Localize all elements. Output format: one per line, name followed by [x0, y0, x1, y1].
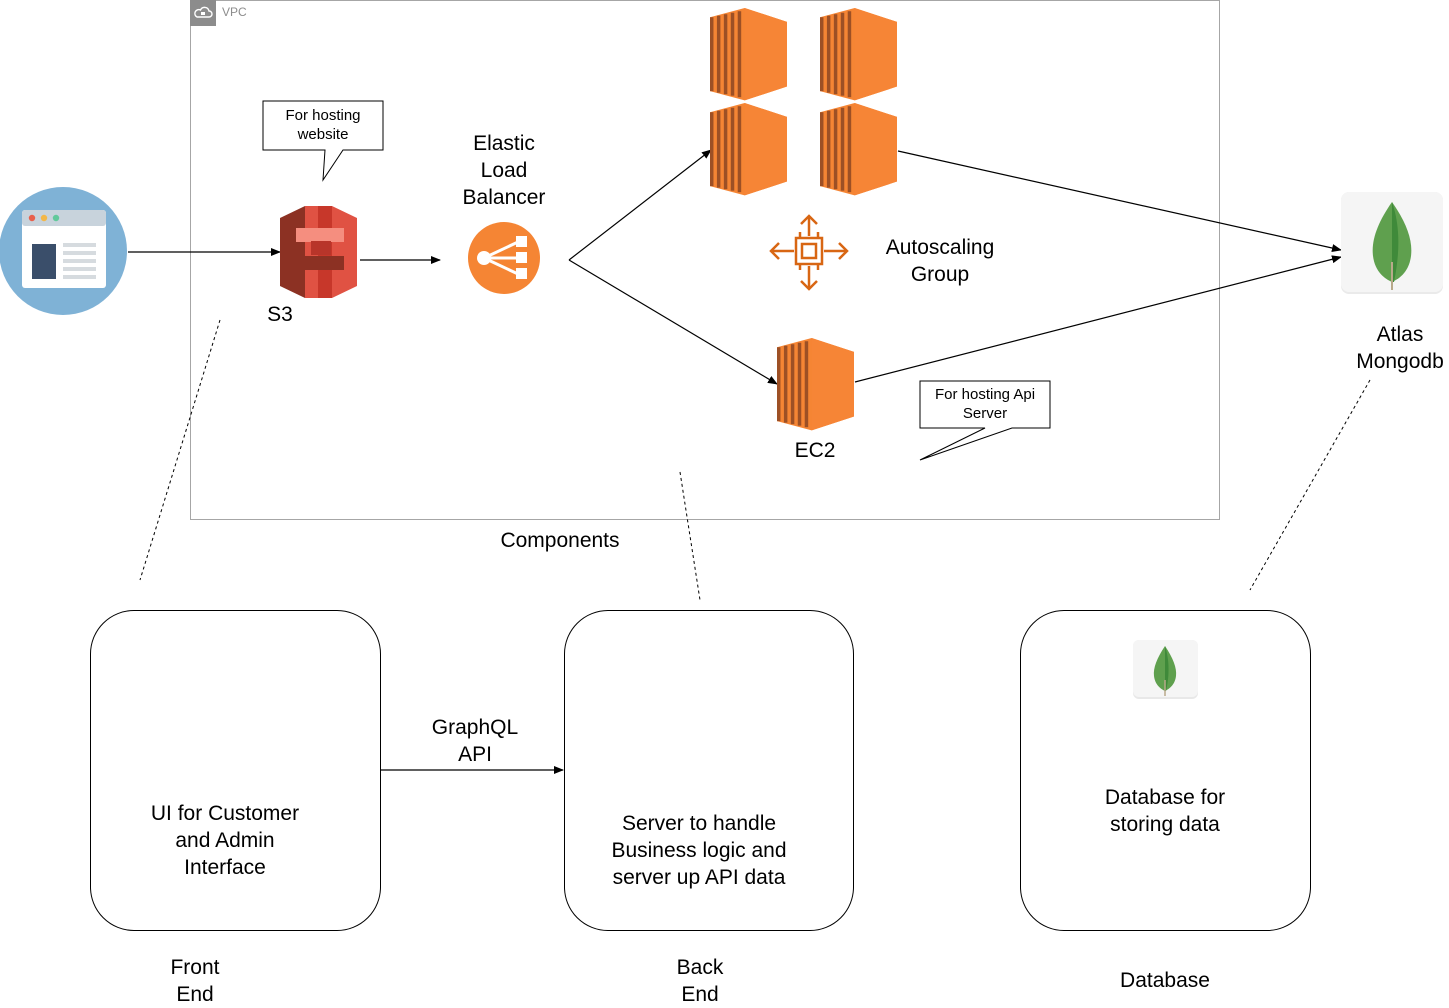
dotted-s3-frontend	[139, 319, 221, 581]
backend-caption: Back End	[676, 956, 724, 1006]
aws-ec2-icon	[710, 8, 787, 101]
database-text: Database for storing data	[1104, 786, 1226, 836]
components-label: Components	[500, 529, 620, 552]
vpc-label: VPC	[222, 5, 247, 19]
autoscaling-icon	[769, 214, 849, 291]
graphql-api-label: GraphQL API	[431, 716, 519, 766]
edge-asg-atlas	[897, 150, 1342, 252]
vpc-cloud-icon	[190, 0, 216, 26]
aws-ec2-icon	[710, 103, 787, 196]
backend-box	[564, 610, 854, 931]
aws-ec2-icon	[820, 103, 897, 196]
ec2-label: EC2	[794, 439, 836, 462]
frontend-box	[90, 610, 381, 931]
backend-text: Server to handle Business logic and serv…	[611, 812, 787, 889]
edge-elb-ec2	[568, 259, 778, 385]
dotted-atlas-database	[1249, 379, 1371, 591]
dotted-components-backend	[679, 471, 701, 601]
mongodb-leaf-icon	[1341, 192, 1443, 294]
frontend-text: UI for Customer and Admin Interface	[150, 802, 300, 879]
edge-ec2-atlas	[854, 255, 1342, 383]
elb-label: Elastic Load Balancer	[462, 132, 546, 209]
callout-ec2-text: For hosting Api Server	[934, 386, 1036, 422]
aws-ec2-icon	[777, 338, 854, 431]
atlas-label: Atlas Mongodb	[1356, 323, 1444, 373]
aws-s3-icon	[280, 206, 357, 298]
browser-window-icon	[0, 187, 127, 315]
s3-label: S3	[267, 303, 293, 326]
aws-ec2-icon	[820, 8, 897, 101]
frontend-caption: Front End	[170, 956, 220, 1006]
callout-ec2-shape	[919, 380, 1051, 461]
aws-elb-icon	[468, 222, 540, 294]
database-caption: Database	[1120, 969, 1210, 992]
mongodb-small-icon	[1133, 640, 1198, 699]
asg-label: Autoscaling Group	[885, 236, 995, 286]
edge-elb-asg	[568, 149, 712, 261]
callout-s3-shape	[262, 100, 384, 182]
callout-s3-text: For hosting website	[285, 107, 361, 143]
vpc-container	[190, 0, 1220, 520]
